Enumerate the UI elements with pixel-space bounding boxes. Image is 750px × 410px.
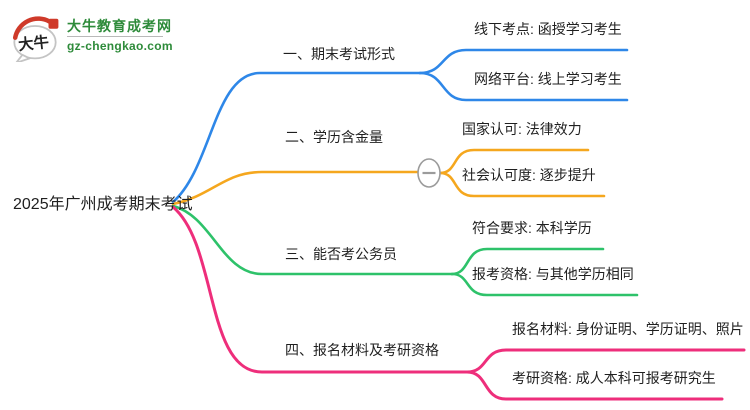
branch-1-child-1-underline: [418, 48, 629, 75]
branch-1-label[interactable]: 一、期末考试形式: [283, 46, 395, 62]
branch-3-child-2-underline: [450, 272, 639, 297]
branch-2-label[interactable]: 二、学历含金量: [285, 129, 383, 145]
red-seal-icon: [48, 18, 59, 29]
speech-bubble-icon: 大牛: [12, 16, 59, 62]
leaf-1-2-label[interactable]: 网络平台: 线上学习考生: [474, 71, 622, 87]
branch-4-label[interactable]: 四、报名材料及考研资格: [285, 342, 439, 358]
branch-3-label[interactable]: 三、能否考公务员: [285, 246, 397, 262]
branch-2-child-1-underline: [438, 148, 590, 175]
branch-4-child-1-underline: [465, 348, 746, 374]
logo-bubble-text: 大牛: [17, 33, 49, 54]
branch-1-child-2-underline: [418, 71, 629, 102]
leaf-4-1-label[interactable]: 报名材料: 身份证明、学历证明、照片: [512, 321, 744, 337]
leaf-2-2-label[interactable]: 社会认可度: 逐步提升: [462, 167, 596, 183]
red-arc-icon: [12, 16, 52, 40]
branch-4-child-2-underline: [465, 370, 724, 401]
branch-1-connector: [171, 71, 422, 204]
branch-2-child-2-underline: [438, 171, 606, 198]
branch-3-child-1-underline: [450, 247, 605, 276]
site-name: 大牛教育成考网: [67, 18, 172, 34]
root-node-label[interactable]: 2025年广州成考期末考试: [13, 196, 193, 213]
leaf-4-2-label[interactable]: 考研资格: 成人本科可报考研究生: [512, 370, 716, 386]
leaf-1-1-label[interactable]: 线下考点: 函授学习考生: [474, 21, 622, 37]
leaf-3-2-label[interactable]: 报考资格: 与其他学历相同: [472, 266, 634, 282]
site-logo[interactable]: 大牛 大牛教育成考网 gz-chengkao.com: [8, 8, 173, 62]
site-domain: gz-chengkao.com: [67, 39, 173, 53]
branch-4-connector: [171, 205, 469, 374]
leaf-3-1-label[interactable]: 符合要求: 本科学历: [472, 220, 592, 236]
branch-2-connector: [171, 170, 420, 206]
logo-divider: [67, 36, 163, 37]
collapse-button[interactable]: [417, 158, 441, 188]
branch-3-connector: [171, 204, 454, 276]
leaf-2-1-label[interactable]: 国家认可: 法律效力: [462, 121, 582, 137]
